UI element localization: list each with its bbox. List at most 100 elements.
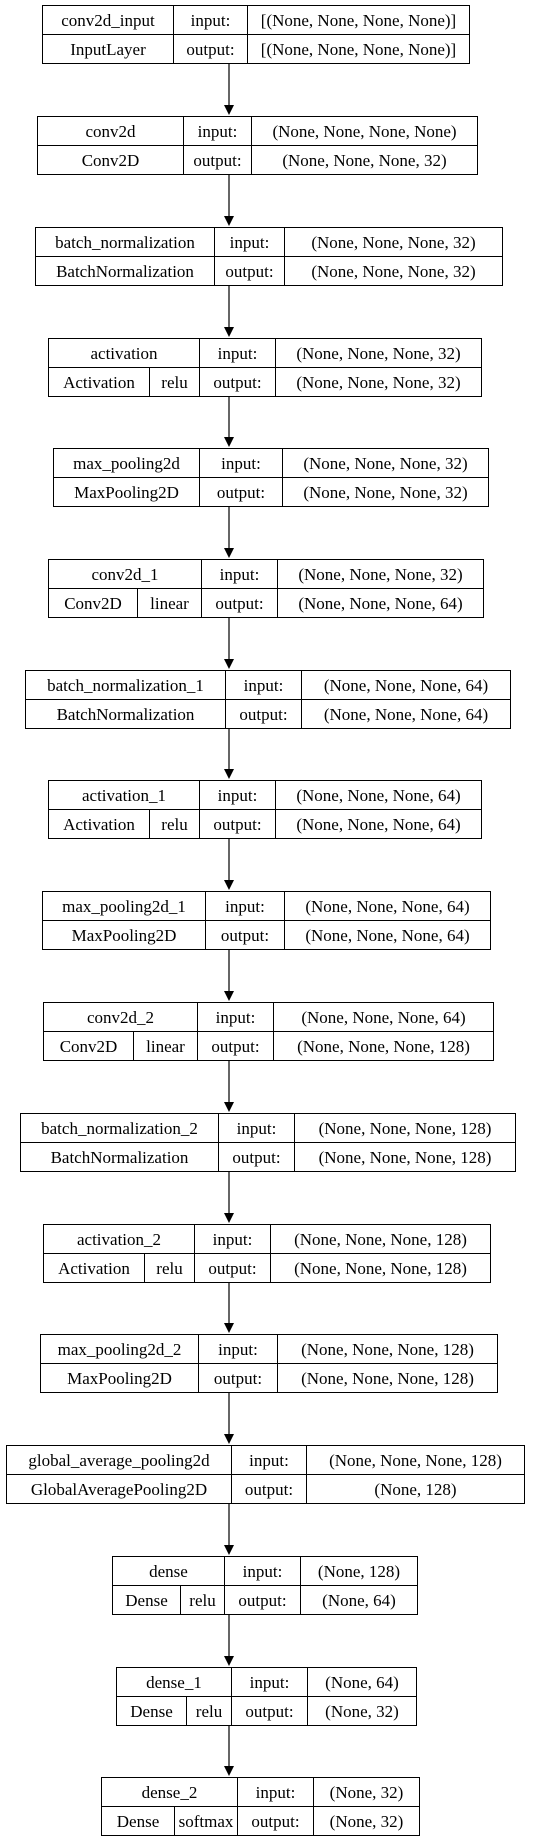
input-port-label: input: <box>197 1002 274 1032</box>
output-shape: (None, 32) <box>313 1806 420 1836</box>
edge-arrow <box>224 950 234 1001</box>
output-shape: (None, 32) <box>307 1696 417 1726</box>
output-shape: (None, None, None, 32) <box>251 145 478 175</box>
edge-arrow <box>224 175 234 226</box>
input-shape: (None, None, None, 128) <box>277 1334 498 1364</box>
input-port-label: input: <box>231 1667 308 1697</box>
input-port-label: input: <box>198 1334 278 1364</box>
input-shape: [(None, None, None, None)] <box>247 5 470 35</box>
layer-name: max_pooling2d_2 <box>40 1334 199 1364</box>
layer-activation: relu <box>149 367 200 397</box>
input-port-label: input: <box>237 1777 314 1807</box>
layer-class: MaxPooling2D <box>53 477 200 507</box>
edge-arrow <box>224 1283 234 1333</box>
input-shape: (None, None, None, 32) <box>282 448 489 478</box>
input-shape: (None, None, None, 64) <box>275 780 482 810</box>
edge-arrow <box>224 729 234 779</box>
output-port-label: output: <box>173 34 248 64</box>
edge-arrow <box>224 1504 234 1555</box>
output-port-label: output: <box>225 699 302 729</box>
output-shape: (None, None, None, 64) <box>301 699 511 729</box>
input-port-label: input: <box>214 227 285 257</box>
edge-arrow <box>224 1172 234 1223</box>
input-port-label: input: <box>199 448 283 478</box>
layer-class: Dense <box>112 1585 181 1615</box>
layer-name: activation <box>48 338 200 368</box>
input-shape: (None, None, None, 32) <box>277 559 484 589</box>
layer-name: activation_1 <box>48 780 200 810</box>
output-shape: (None, None, None, 128) <box>294 1142 516 1172</box>
input-port-label: input: <box>224 1556 301 1586</box>
output-shape: (None, None, None, 128) <box>270 1253 491 1283</box>
layer-activation: relu <box>186 1696 232 1726</box>
input-port-label: input: <box>194 1224 271 1254</box>
output-port-label: output: <box>205 920 285 950</box>
output-port-label: output: <box>199 367 276 397</box>
layer-class: MaxPooling2D <box>42 920 206 950</box>
input-shape: (None, 32) <box>313 1777 420 1807</box>
layer-name: dense_2 <box>101 1777 238 1807</box>
output-port-label: output: <box>224 1585 301 1615</box>
input-shape: (None, None, None, 64) <box>284 891 491 921</box>
input-port-label: input: <box>231 1445 307 1475</box>
layer-name: dense_1 <box>116 1667 232 1697</box>
layer-name: conv2d_1 <box>48 559 202 589</box>
output-shape: (None, None, None, 32) <box>275 367 482 397</box>
output-shape: (None, None, None, 64) <box>284 920 491 950</box>
input-port-label: input: <box>205 891 285 921</box>
input-port-label: input: <box>218 1113 295 1143</box>
layer-name: max_pooling2d <box>53 448 200 478</box>
output-port-label: output: <box>218 1142 295 1172</box>
input-port-label: input: <box>201 559 278 589</box>
layer-class: BatchNormalization <box>35 256 215 286</box>
layer-class: Conv2D <box>43 1031 134 1061</box>
input-port-label: input: <box>183 116 252 146</box>
input-shape: (None, None, None, None) <box>251 116 478 146</box>
layer-class: GlobalAveragePooling2D <box>6 1474 232 1504</box>
layer-name: conv2d_input <box>42 5 174 35</box>
layer-class: Dense <box>116 1696 187 1726</box>
layer-class: BatchNormalization <box>25 699 226 729</box>
edge-arrow <box>224 1615 234 1666</box>
output-shape: (None, None, None, 64) <box>275 809 482 839</box>
layer-class: BatchNormalization <box>20 1142 219 1172</box>
layer-name: batch_normalization <box>35 227 215 257</box>
output-shape: (None, None, None, 128) <box>273 1031 494 1061</box>
output-shape: (None, None, None, 32) <box>284 256 503 286</box>
layer-class: Activation <box>48 367 150 397</box>
layer-class: Activation <box>43 1253 145 1283</box>
output-port-label: output: <box>199 809 276 839</box>
layer-name: conv2d <box>37 116 184 146</box>
edge-arrow <box>224 839 234 890</box>
output-port-label: output: <box>237 1806 314 1836</box>
layer-activation: linear <box>133 1031 198 1061</box>
input-port-label: input: <box>225 670 302 700</box>
input-shape: (None, 64) <box>307 1667 417 1697</box>
output-shape: (None, None, None, 128) <box>277 1363 498 1393</box>
output-port-label: output: <box>231 1696 308 1726</box>
edge-arrow <box>224 64 234 115</box>
input-shape: (None, None, None, 64) <box>301 670 511 700</box>
layer-class: Conv2D <box>48 588 138 618</box>
input-shape: (None, 128) <box>300 1556 418 1586</box>
layer-activation: relu <box>149 809 200 839</box>
layer-name: batch_normalization_2 <box>20 1113 219 1143</box>
edge-arrow <box>224 286 234 337</box>
output-port-label: output: <box>197 1031 274 1061</box>
edge-arrow <box>224 397 234 447</box>
layer-class: MaxPooling2D <box>40 1363 199 1393</box>
input-port-label: input: <box>199 780 276 810</box>
output-port-label: output: <box>194 1253 271 1283</box>
layer-class: InputLayer <box>42 34 174 64</box>
